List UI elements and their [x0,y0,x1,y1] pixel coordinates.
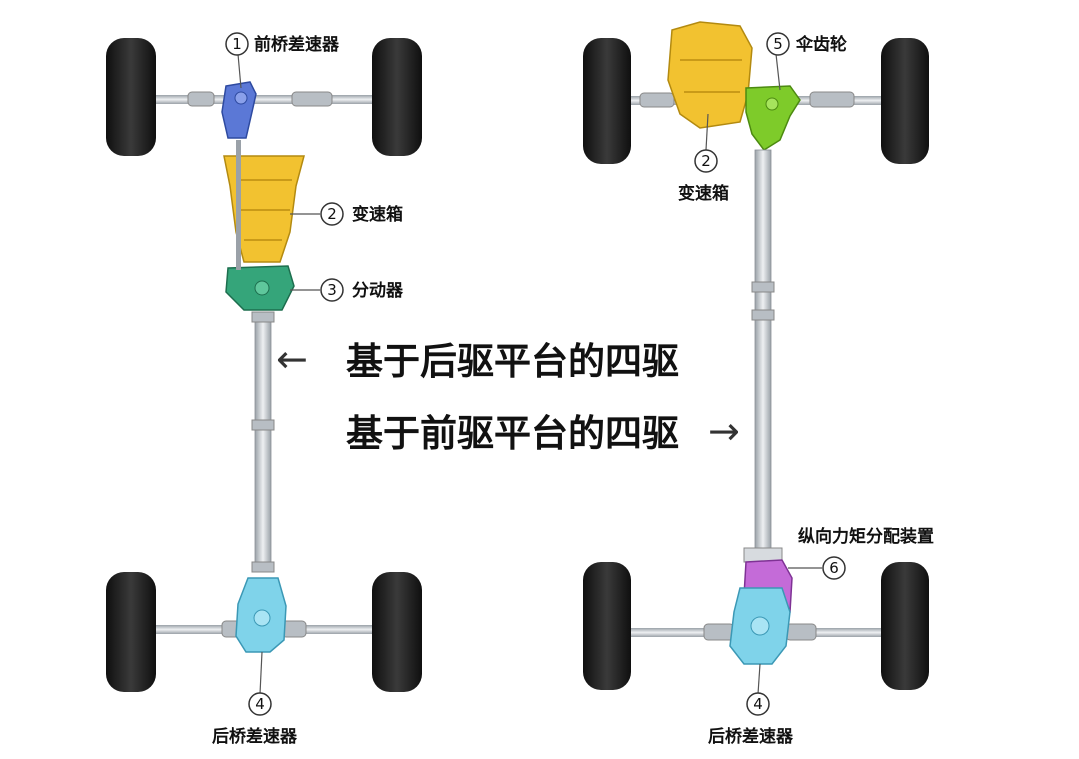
callout-label: 后桥差速器 [212,726,298,747]
left-rear-right-tire [372,572,422,692]
left-pointer-arrow: ← [276,337,308,381]
gearbox-transverse-part [667,21,753,129]
right-rear-right-tire [881,562,929,690]
callout-label: 变速箱 [352,204,403,225]
callout-rear-differential-right: 4 后桥差速器 [708,663,794,747]
callout-number: 4 [255,695,265,713]
callout-number: 1 [232,35,242,53]
callout-number: 6 [829,559,839,577]
bevel-gear-part [745,85,801,152]
callout-rear-differential-left: 4 后桥差速器 [212,651,298,747]
callout-number: 3 [327,281,337,299]
right-front-left-tire [583,38,631,164]
left-propshaft [254,311,272,571]
right-front-right-tire [881,38,929,164]
left-front-left-tire [106,38,156,156]
callout-label: 伞齿轮 [795,34,847,55]
callout-label: 变速箱 [678,183,729,204]
right-front-cv-joint [291,91,333,107]
left-drivetrain [106,38,422,692]
right-pointer-arrow: → [708,409,740,453]
callout-number: 2 [327,205,337,223]
callout-front-differential: 1 前桥差速器 [225,32,340,89]
callout-gearbox-right: 2 变速箱 [678,113,729,204]
right-drivetrain [583,21,929,690]
callout-torque-device: 6 纵向力矩分配装置 [788,526,934,580]
callout-bevel-gear: 5 伞齿轮 [766,32,847,91]
right-rear-left-tire [583,562,631,690]
left-front-right-tire [372,38,422,156]
callout-label: 前桥差速器 [254,34,340,55]
callout-label: 后桥差速器 [708,726,794,747]
left-front-cv-joint [187,91,215,107]
callout-number: 4 [753,695,763,713]
rwd-caption: 基于后驱平台的四驱 [346,340,679,383]
right-propshaft [754,149,772,551]
callout-number: 5 [773,35,783,53]
fwd-caption: 基于前驱平台的四驱 [346,412,679,455]
transfer-front-shaft [236,140,241,270]
callout-transfer-case: 3 分动器 [290,278,404,302]
left-front-axle [150,95,380,104]
callout-label: 分动器 [352,281,404,301]
callout-label: 纵向力矩分配装置 [798,526,934,547]
front-differential-part [221,81,257,139]
left-rear-left-tire [106,572,156,692]
callout-number: 2 [701,152,711,170]
callout-gearbox-left: 2 变速箱 [290,202,403,226]
